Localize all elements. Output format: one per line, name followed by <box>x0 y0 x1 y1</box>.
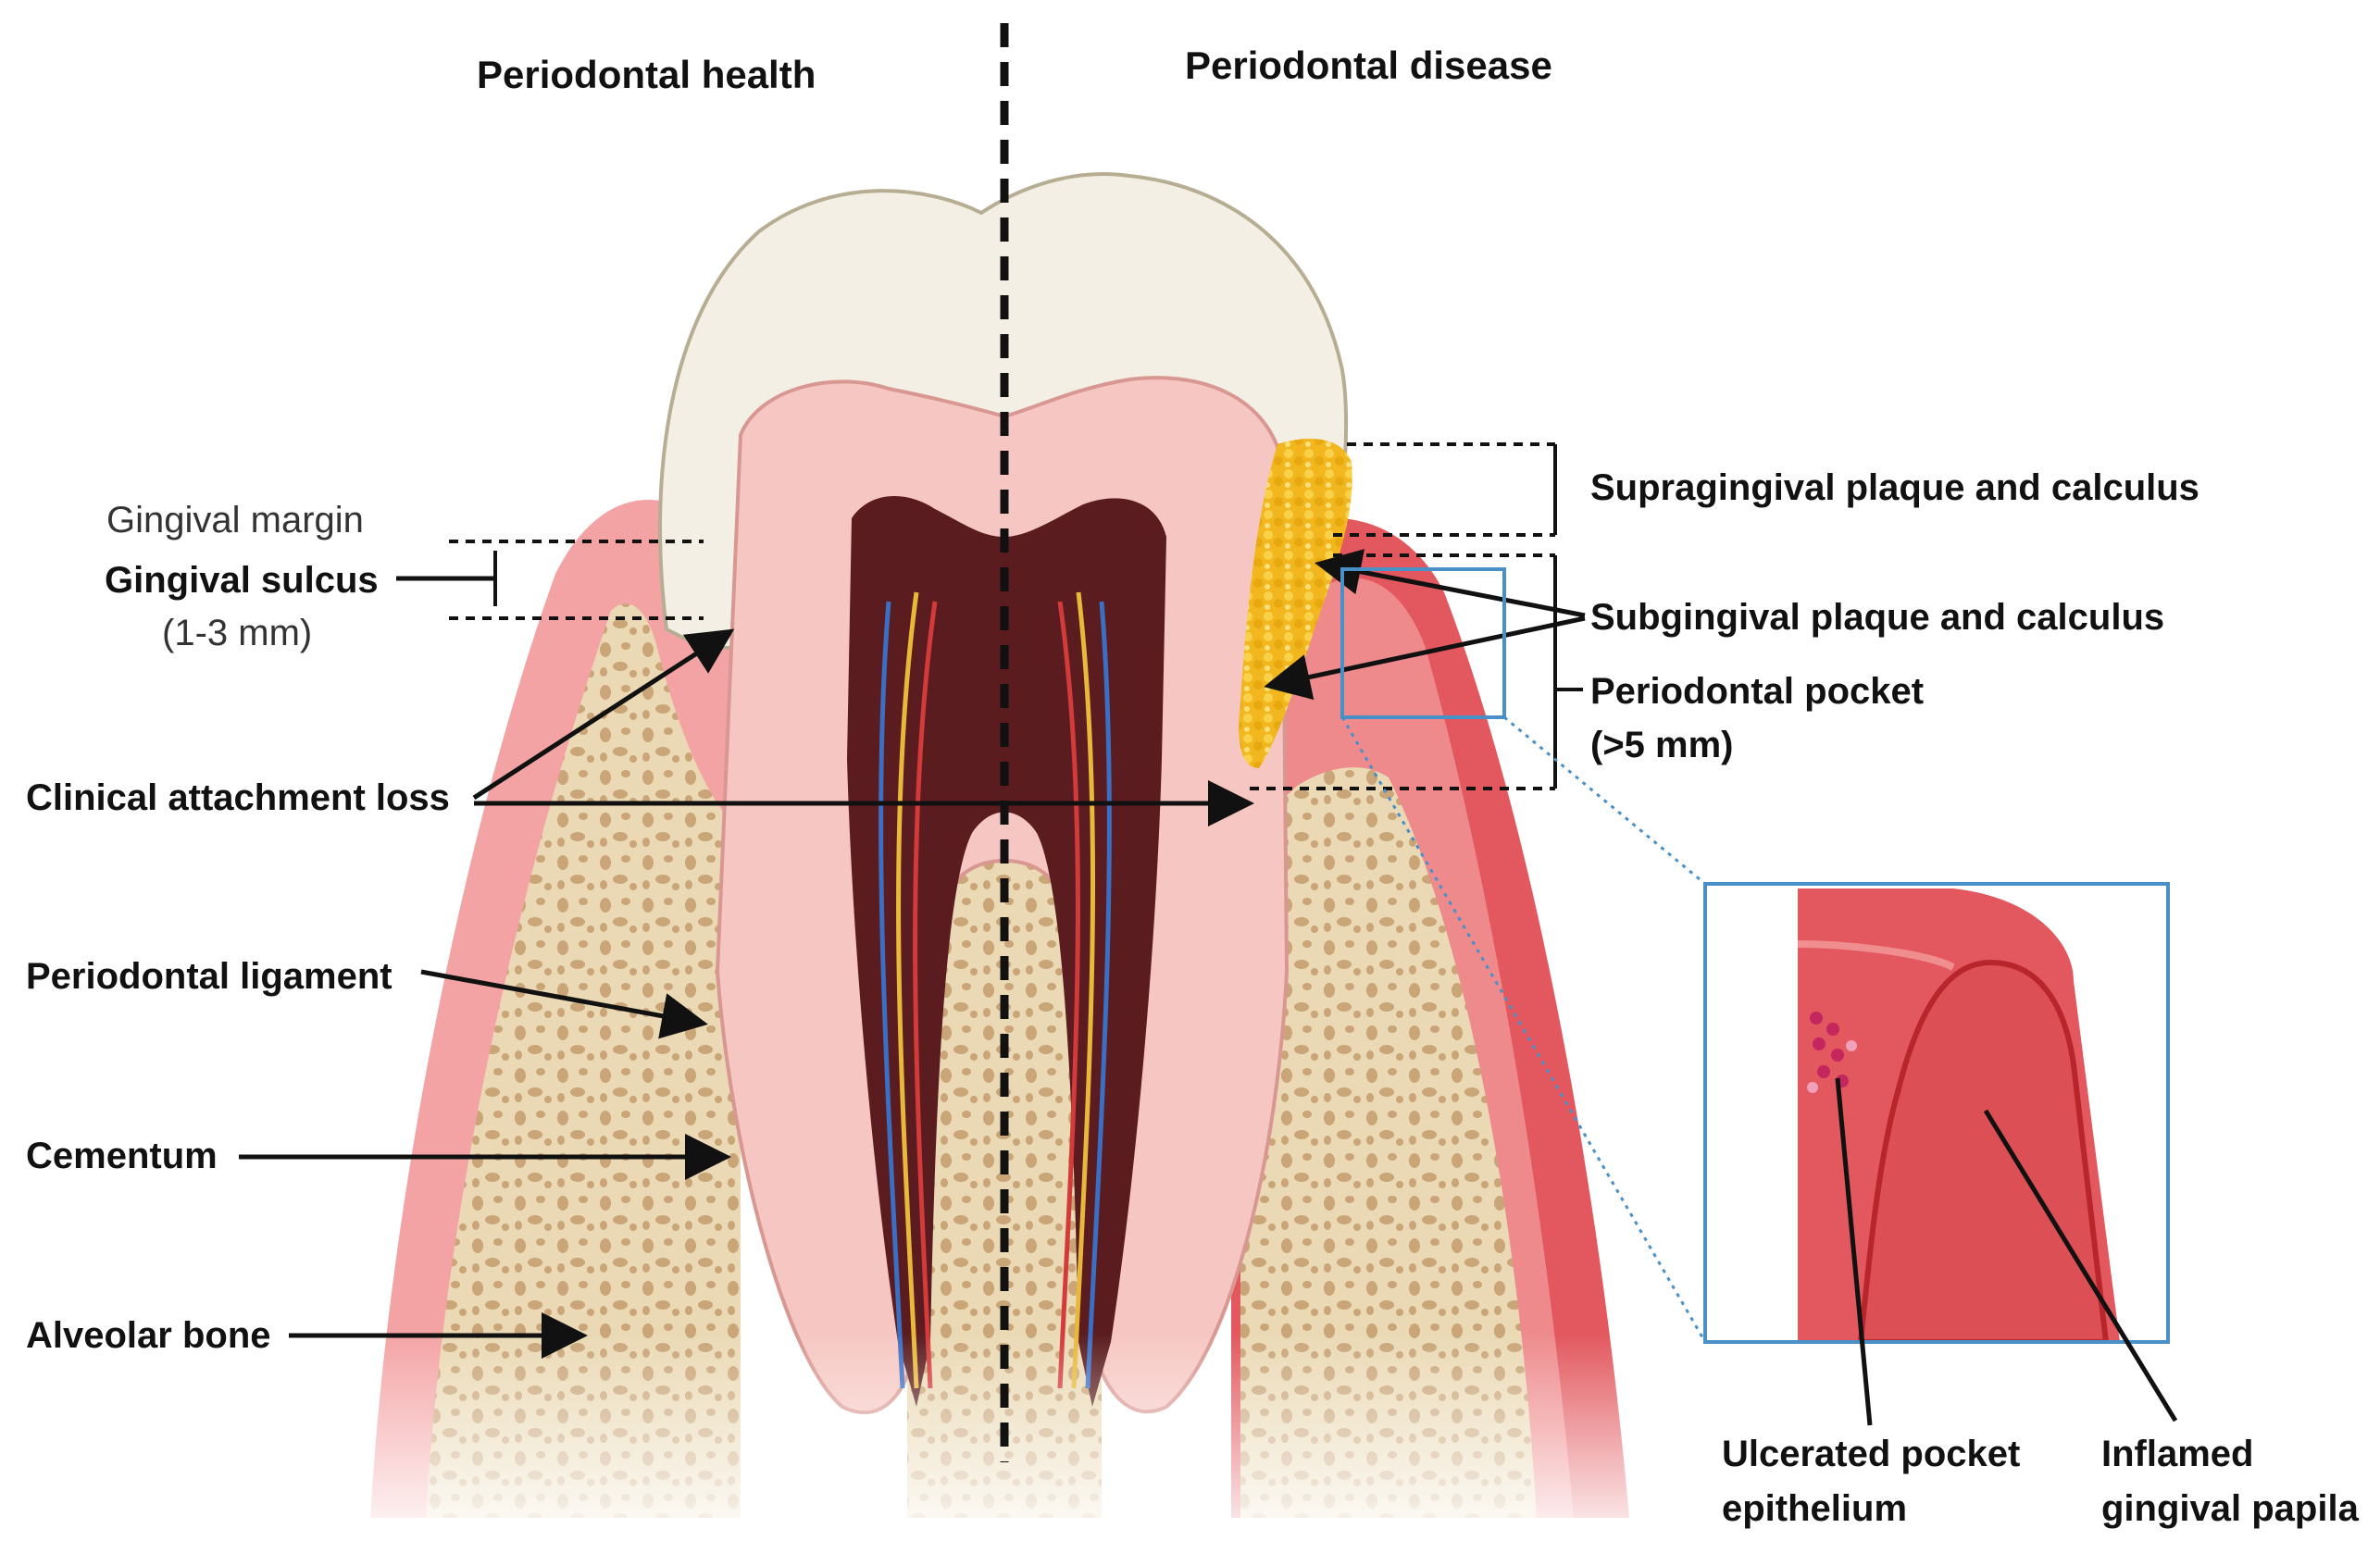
zoom-link-top <box>1503 715 1706 886</box>
bottom-fade <box>352 1333 1666 1553</box>
label-pocket-depth: (>5 mm) <box>1590 725 1734 765</box>
supragingival-bracket <box>1333 442 1557 537</box>
label-supragingival: Supragingival plaque and calculus <box>1590 467 2199 508</box>
arrow-ulcerated-epithelium <box>1835 1077 1873 1426</box>
arrow-subgingival-lower <box>1264 615 1586 701</box>
inset-magnified-papilla <box>1703 882 2170 1344</box>
label-gingival-sulcus: Gingival sulcus <box>105 560 379 601</box>
label-inflamed-line2: gingival papila <box>2101 1488 2360 1529</box>
label-alveolar-bone: Alveolar bone <box>26 1315 271 1356</box>
alveolar-bone-right <box>1240 767 1537 1518</box>
label-periodontal-ligament: Periodontal ligament <box>26 956 393 997</box>
pocket-bracket <box>1250 553 1583 790</box>
label-gingival-margin: Gingival margin <box>106 500 364 540</box>
zoom-source-box <box>1340 567 1506 719</box>
alveolar-bone-left <box>426 603 741 1518</box>
sulcus-indicator <box>396 540 704 620</box>
label-subgingival: Subgingival plaque and calculus <box>1590 597 2164 638</box>
label-cementum: Cementum <box>26 1136 218 1176</box>
arrow-attachment-loss-upper <box>472 628 735 801</box>
label-sulcus-depth: (1-3 mm) <box>162 613 312 653</box>
pulp-vessels <box>878 591 1112 1389</box>
label-inflamed-line1: Inflamed <box>2101 1434 2253 1474</box>
title-periodontal-health: Periodontal health <box>477 53 816 96</box>
title-periodontal-disease: Periodontal disease <box>1185 43 1552 87</box>
label-clinical-attachment-loss: Clinical attachment loss <box>26 777 450 818</box>
arrow-inflamed-papilla <box>1983 1109 2178 1423</box>
arrow-periodontal-ligament <box>420 969 708 1039</box>
label-ulcerated-line2: epithelium <box>1722 1488 1907 1529</box>
label-ulcerated-line1: Ulcerated pocket <box>1722 1434 2020 1474</box>
label-periodontal-pocket: Periodontal pocket <box>1590 671 1924 712</box>
zoom-link-bottom <box>1340 716 1707 1343</box>
arrow-subgingival-upper <box>1315 549 1586 618</box>
ulcer-dots <box>1807 1012 1857 1093</box>
